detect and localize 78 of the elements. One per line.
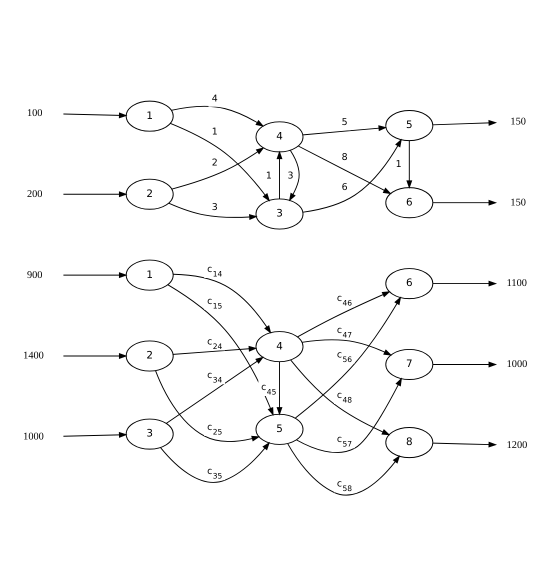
node-ellipse: 3	[126, 418, 174, 450]
arrow	[432, 120, 498, 126]
arrow	[168, 284, 274, 416]
node-ellipse: 8	[385, 427, 434, 458]
arrow	[160, 442, 270, 483]
node-text: 200	[26, 188, 42, 200]
arrow	[432, 442, 498, 448]
node-ellipse: 5	[256, 414, 304, 445]
arrow	[302, 339, 392, 356]
arrow	[432, 200, 498, 206]
arrow	[287, 443, 400, 496]
edge-label: 4	[212, 94, 218, 105]
edge-label: c$_{48}$	[336, 390, 352, 404]
arrow	[172, 147, 264, 190]
arrow	[432, 362, 498, 368]
arrow	[172, 346, 258, 355]
node-ellipse: 1	[126, 260, 174, 291]
arrow	[288, 150, 300, 202]
node-ellipse: 7	[385, 348, 434, 380]
arrow	[62, 272, 128, 278]
arrow	[62, 191, 128, 198]
arrow	[155, 370, 260, 442]
node-ellipse: 6	[385, 268, 434, 300]
edge-label: 1	[266, 170, 272, 182]
edge-label: 5	[342, 117, 348, 128]
arrow	[172, 274, 272, 334]
node-text: 1200	[506, 440, 528, 452]
node-ellipse: 1	[126, 100, 174, 132]
arrow	[62, 112, 128, 118]
node-text: 1000	[506, 359, 528, 370]
edge-label: 3	[287, 170, 294, 182]
edge-label: c$_{24}$	[207, 336, 222, 351]
edge-label: c$_{35}$	[207, 466, 222, 481]
edge-label: c$_{57}$	[336, 434, 352, 449]
node-text: 150	[510, 197, 526, 208]
node-ellipse: 2	[126, 178, 174, 210]
edge-label: c$_{15}$	[207, 296, 222, 310]
edge-label: 3	[212, 202, 218, 213]
arrow	[290, 359, 390, 436]
edge-label: 6	[342, 182, 348, 193]
edge-label: 1	[212, 126, 218, 138]
node-text: 1100	[506, 278, 527, 290]
arrow	[170, 106, 264, 127]
node-text: 100	[26, 108, 42, 119]
node-text: 150	[510, 116, 526, 128]
node-text: 1400	[23, 350, 44, 362]
arrow	[294, 296, 402, 418]
edge-label: c$_{56}$	[336, 349, 352, 364]
arrow	[302, 138, 402, 213]
edge-label: c$_{25}$	[207, 422, 222, 436]
arrow	[432, 280, 498, 287]
node-ellipse: 4	[256, 121, 304, 152]
node-text: 1000	[23, 432, 44, 443]
arrow	[276, 150, 282, 200]
node-ellipse: 2	[126, 340, 174, 372]
node-ellipse: 3	[256, 198, 304, 230]
node-ellipse: 4	[256, 331, 304, 362]
edge-label: 1	[396, 158, 402, 170]
node-text: 900	[26, 270, 42, 281]
edge-label: c$_{34}$	[207, 370, 222, 385]
edge-label: c$_{46}$	[336, 292, 352, 308]
arrow	[276, 361, 282, 416]
arrow	[166, 356, 264, 424]
arrow	[296, 378, 402, 453]
arrow	[170, 122, 270, 202]
edge-label: c$_{45}$	[261, 382, 276, 396]
node-ellipse: 6	[385, 187, 434, 218]
node-ellipse: 5	[385, 110, 434, 142]
arrow	[62, 353, 128, 359]
edge-label: 2	[212, 158, 218, 169]
edge-label: c$_{14}$	[207, 264, 222, 278]
arrow	[302, 125, 387, 136]
arrow	[168, 202, 258, 220]
arrow	[62, 432, 128, 438]
edge-label: c$_{47}$	[336, 324, 352, 340]
arrow	[406, 140, 412, 189]
edge-label: c$_{58}$	[336, 478, 352, 493]
edge-label: 8	[342, 152, 348, 163]
